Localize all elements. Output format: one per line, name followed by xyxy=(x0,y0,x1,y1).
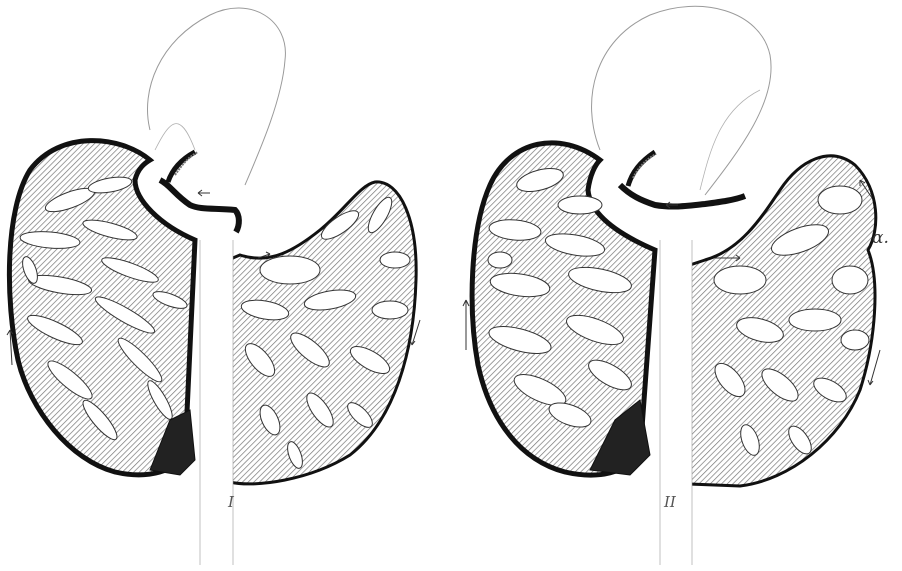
panel-ii xyxy=(463,6,880,565)
panel-i xyxy=(7,8,420,565)
central-stem xyxy=(660,225,692,565)
alpha-annotation: α. xyxy=(872,228,889,248)
central-stem xyxy=(200,225,233,565)
faint-sketch-outline xyxy=(148,8,286,185)
faint-sketch-outline xyxy=(700,90,760,190)
hilum-vessel xyxy=(160,180,239,232)
hilum-vessel xyxy=(620,185,745,207)
panel-ii-label: II xyxy=(664,493,676,511)
faint-sketch-outline xyxy=(155,124,195,150)
panel-i-label: I xyxy=(228,493,234,511)
right-lobe xyxy=(228,182,416,484)
